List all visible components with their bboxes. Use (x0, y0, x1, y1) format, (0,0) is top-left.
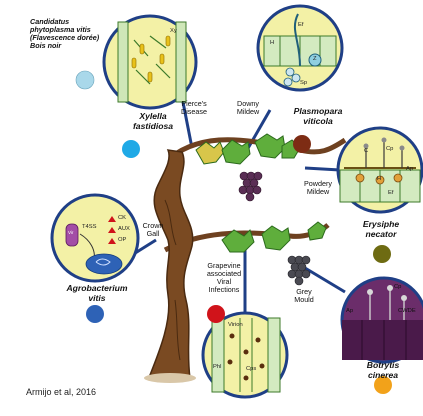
plasmopara-inner-z: Z (313, 56, 317, 62)
viral-marker (207, 305, 225, 323)
agrobacterium-label: Agrobacterium vitis (54, 283, 140, 303)
viral-line3: Viral (216, 277, 232, 287)
botrytis-inset (340, 276, 423, 364)
pierces-line2: Disease (181, 107, 207, 117)
viral-inner-cps: Cps (246, 366, 257, 372)
agrobacterium-inner-t4ss: T4SS (82, 224, 97, 230)
downy-line2: Mildew (236, 107, 260, 117)
citation: Armijo et al, 2016 (26, 387, 97, 397)
erysiphe-inner-ef: Ef (388, 190, 394, 196)
xylella-inner-xy: Xy (170, 28, 177, 34)
plasmopara-marker (293, 135, 311, 153)
viral-infections-label: Grapevine associated Viral Infections (196, 261, 252, 295)
botrytis-line2: cinerea (367, 369, 399, 380)
plasmopara-inner-ef: Ef (298, 22, 304, 28)
plasmopara-inner-sp: Sp (300, 80, 308, 86)
xylella-label: Xylella fastidiosa (118, 111, 188, 131)
viral-inner-virion: Virion (228, 322, 243, 328)
pierces-marker (122, 140, 140, 158)
agrobacterium-inner-vir: Vir (68, 230, 74, 235)
agrobacterium-inset (50, 193, 140, 283)
phytoplasma-line4: Bois noir (30, 41, 62, 51)
viral-line4: Infections (208, 285, 240, 295)
powdery-line2: Mildew (306, 187, 330, 197)
grey-mould-line2: Mould (294, 295, 314, 305)
crown-gall-label: Crown Gall (136, 221, 170, 239)
pierces-disease-label: Pierce's Disease (170, 99, 218, 117)
phytoplasma-line2: phytoplasma vitis (30, 25, 91, 35)
agrobacterium-inner-ck: CK (118, 215, 127, 221)
phytoplasma-line1: Candidatus (30, 17, 70, 26)
erysiphe-inner-c: C (364, 148, 369, 154)
pierces-line1: Pierce's (181, 99, 207, 108)
erysiphe-inner-cp: Cp (386, 146, 394, 152)
crown-gall-line2: Gall (146, 229, 160, 239)
agrobacterium-line2: vitis (88, 292, 106, 303)
xylella-line1: Xylella (139, 111, 167, 121)
agrobacterium-inner-aux: AUX (118, 226, 130, 232)
erysiphe-inner-ap: Ap (406, 166, 414, 172)
botrytis-inner-cp: Cp (394, 284, 402, 290)
botrytis-inner-ap: Ap (346, 308, 354, 314)
viral-inner-phl: Phl (213, 364, 222, 370)
viral-line1: Grapevine (207, 261, 241, 270)
grey-mould-label: Grey Mould (286, 287, 322, 305)
agrobacterium-inner-op: OP (118, 237, 127, 243)
plasmopara-line1: Plasmopara (293, 106, 343, 116)
botrytis-marker (374, 376, 392, 394)
plasmopara-inner-h: H (270, 40, 275, 46)
crown-gall-line1: Crown (142, 221, 164, 230)
plasmopara-line2: viticola (303, 115, 333, 126)
grey-mould-line1: Grey (296, 287, 312, 296)
phytoplasma-line3: (Flavescence dorée) (30, 33, 100, 43)
xylella-line2: fastidiosa (132, 120, 174, 131)
erysiphe-marker (373, 245, 391, 263)
phytoplasma-caption: Candidatus phytoplasma vitis (Flavescenc… (30, 17, 100, 51)
xylella-inset (102, 14, 198, 110)
plasmopara-inset (256, 4, 344, 92)
viral-inset (201, 311, 289, 399)
viral-line2: associated (206, 269, 242, 279)
downy-mildew-label: Downy Mildew (228, 99, 268, 117)
powdery-line1: Powdery (304, 179, 332, 188)
erysiphe-label: Erysiphe necator (346, 219, 416, 239)
erysiphe-inner-h: H (377, 176, 382, 182)
agrobacterium-marker (86, 305, 104, 323)
downy-line1: Downy (237, 99, 259, 108)
powdery-mildew-label: Powdery Mildew (296, 179, 340, 197)
erysiphe-line1: Erysiphe (362, 219, 400, 229)
erysiphe-inset (336, 126, 423, 214)
plasmopara-label: Plasmopara viticola (278, 106, 358, 126)
agrobacterium-line1: Agrobacterium (66, 283, 128, 293)
botrytis-label: Botrytis cinerea (348, 360, 418, 380)
erysiphe-line2: necator (365, 228, 397, 239)
botrytis-line1: Botrytis (366, 360, 400, 370)
vine-trunk (148, 149, 194, 379)
botrytis-inner-cwde: CWDE (398, 308, 416, 314)
xylella-marker (75, 70, 95, 90)
